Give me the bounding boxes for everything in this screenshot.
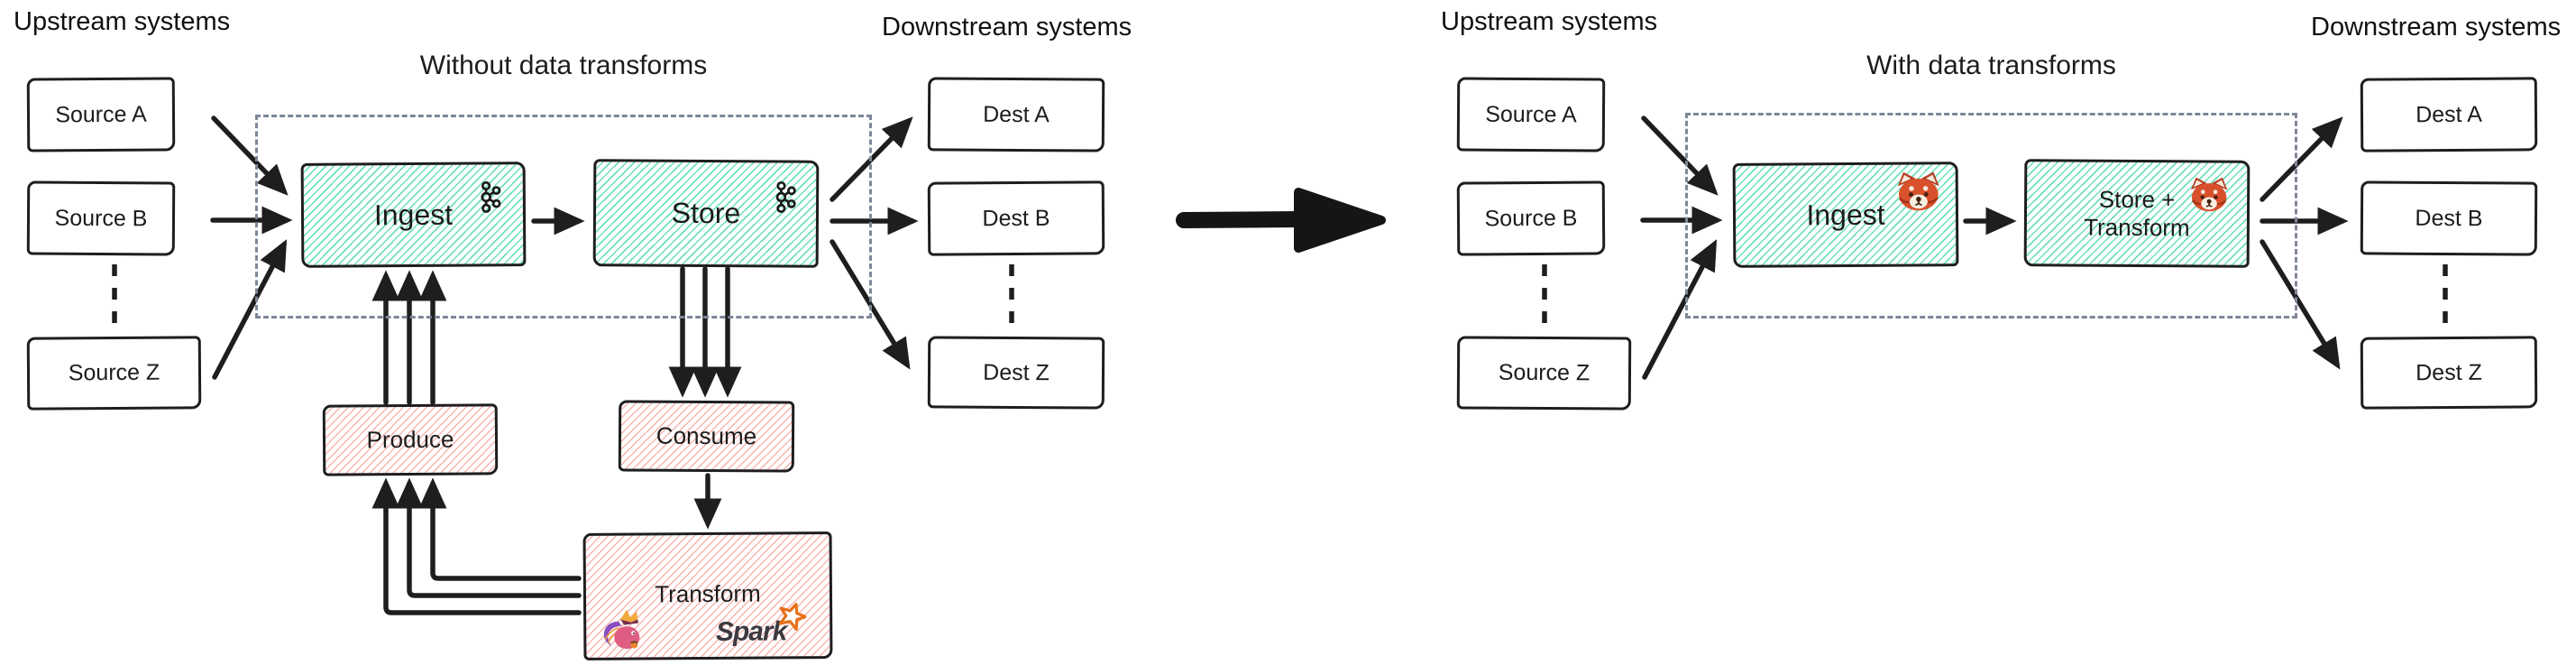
arrow-source-a-to-ingest — [211, 115, 289, 196]
right-upstream-label: Upstream systems — [1441, 7, 1658, 36]
left-platform-boundary — [255, 115, 872, 319]
left-source-b-box: Source B — [26, 180, 176, 256]
left-dest-b-label: Dest B — [982, 205, 1050, 231]
left-source-b-label: Source B — [54, 205, 148, 231]
right-dest-b-label: Dest B — [2415, 205, 2483, 231]
right-dest-a-box: Dest A — [2360, 77, 2538, 152]
consume-box: Consume — [618, 400, 795, 473]
left-ingest-box: Ingest — [300, 162, 527, 268]
arrow-transform-to-produce-2 — [395, 477, 582, 598]
spark-wordmark: Spark — [715, 616, 787, 647]
arrow-r-store-to-dest-z — [2260, 239, 2341, 370]
right-source-b-box: Source B — [1456, 180, 1606, 256]
left-dest-b-box: Dest B — [927, 180, 1105, 256]
left-dest-z-label: Dest Z — [983, 359, 1050, 385]
left-title: Without data transforms — [419, 51, 708, 80]
left-source-z-box: Source Z — [26, 336, 202, 411]
redpanda-icon — [2190, 177, 2228, 212]
left-ingest-label: Ingest — [373, 198, 454, 231]
redpanda-icon — [1897, 171, 1939, 211]
left-upstream-label: Upstream systems — [14, 7, 231, 36]
consume-label: Consume — [655, 421, 757, 450]
left-downstream-label: Downstream systems — [882, 13, 1132, 42]
left-store-box: Store — [592, 159, 820, 268]
kafka-icon — [775, 180, 796, 214]
right-store-transform-label-line1: Store + — [2098, 185, 2176, 214]
right-ingest-label: Ingest — [1806, 198, 1885, 231]
right-store-transform-label-line2: Transform — [2084, 213, 2190, 241]
arrow-transform-to-produce-3 — [418, 477, 582, 581]
flink-icon — [603, 609, 640, 650]
right-source-z-box: Source Z — [1456, 336, 1632, 411]
arrow-source-z-to-ingest — [212, 239, 288, 380]
arrow-r-source-z-to-ingest — [1642, 239, 1718, 380]
right-source-b-label: Source B — [1484, 205, 1578, 231]
right-platform-boundary — [1685, 113, 2297, 319]
left-source-a-label: Source A — [55, 101, 147, 127]
spark-logo: Spark — [715, 603, 816, 647]
right-dest-z-box: Dest Z — [2360, 336, 2538, 410]
left-dest-a-box: Dest A — [927, 77, 1105, 152]
right-dest-b-box: Dest B — [2360, 180, 2538, 256]
right-source-a-label: Source A — [1485, 101, 1577, 127]
right-ingest-box: Ingest — [1732, 162, 1959, 268]
left-dest-a-label: Dest A — [983, 101, 1050, 127]
right-store-transform-box: Store + Transform — [2023, 159, 2251, 268]
produce-box: Produce — [322, 403, 499, 476]
spark-star-icon — [778, 603, 807, 631]
big-right-arrow-icon — [1176, 188, 1386, 253]
right-downstream-label: Downstream systems — [2311, 13, 2562, 42]
kafka-icon — [481, 180, 501, 213]
left-dest-z-box: Dest Z — [927, 336, 1105, 410]
right-source-a-box: Source A — [1456, 77, 1606, 152]
right-source-z-label: Source Z — [1498, 359, 1591, 386]
right-title: With data transforms — [1866, 51, 2116, 80]
right-dest-z-label: Dest Z — [2416, 359, 2482, 385]
left-source-z-label: Source Z — [68, 359, 160, 386]
transform-box: Transform Spark — [582, 531, 833, 660]
arrow-r-source-a-to-ingest — [1641, 115, 1719, 196]
produce-label: Produce — [366, 425, 454, 454]
left-store-label: Store — [671, 196, 741, 230]
arrow-transform-to-produce-1 — [371, 477, 582, 615]
left-source-a-box: Source A — [26, 77, 176, 152]
right-dest-a-label: Dest A — [2416, 101, 2482, 127]
arrow-r-store-to-dest-a — [2260, 116, 2343, 202]
